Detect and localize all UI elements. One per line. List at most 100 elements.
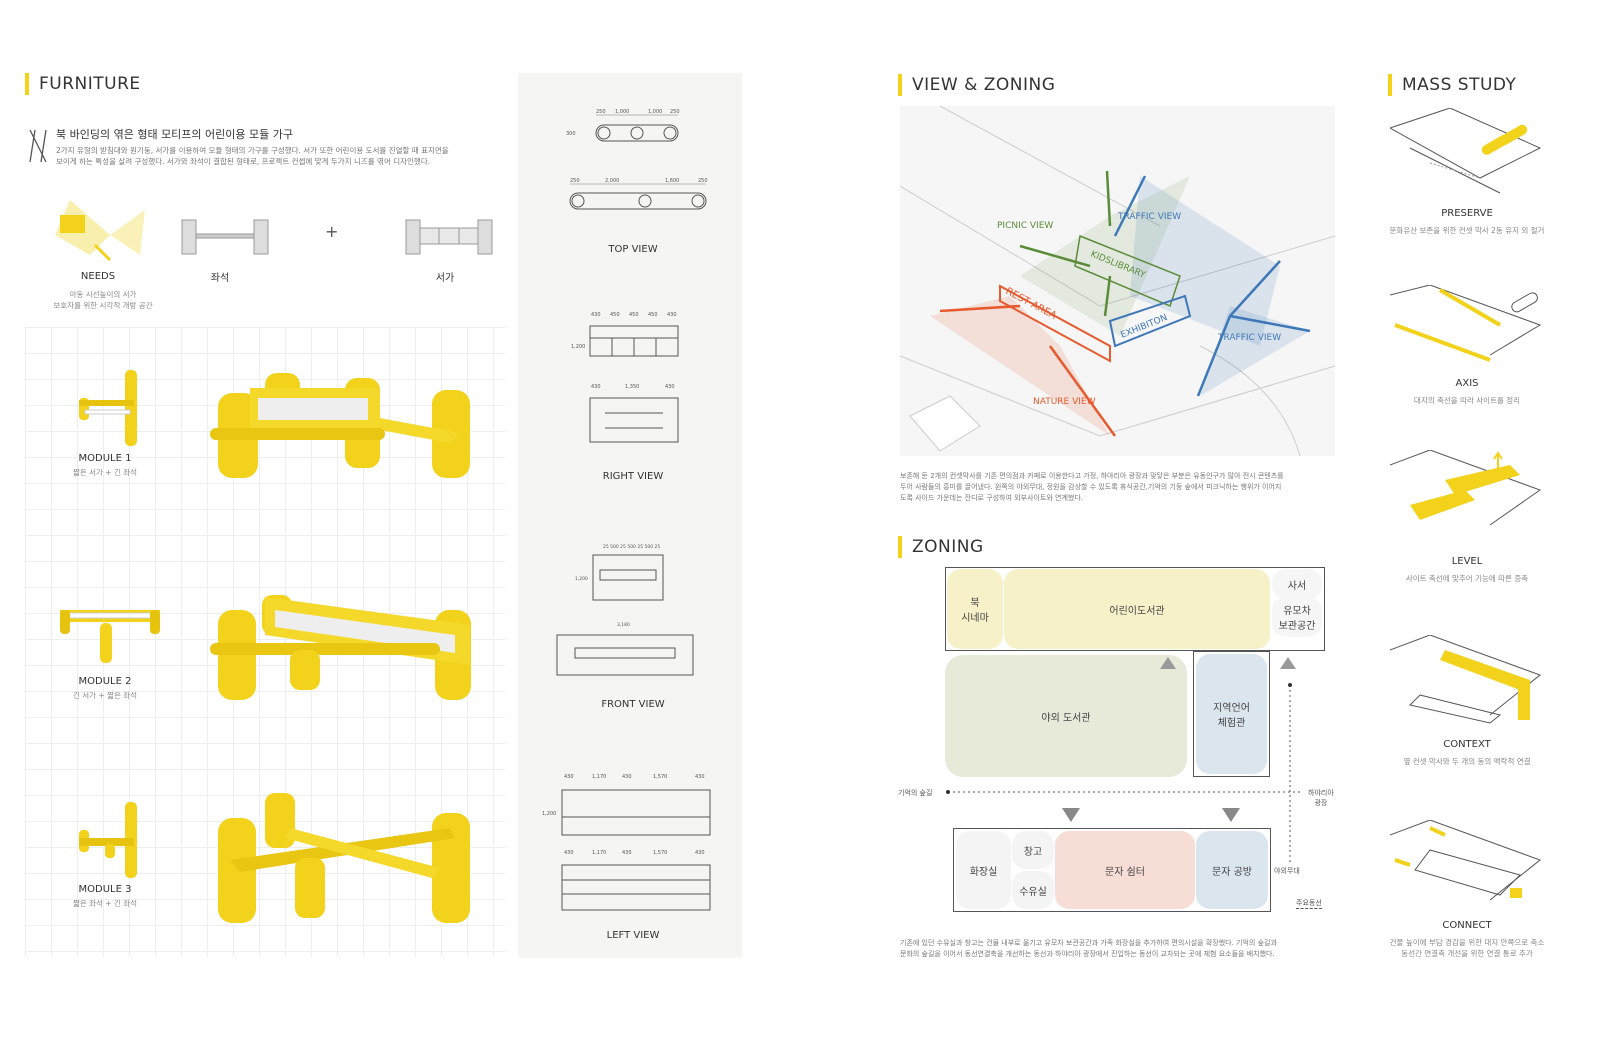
dim: 250 (570, 178, 580, 184)
dim: 430 (695, 850, 705, 856)
dim: 430 (665, 384, 675, 390)
traffic-view-label-2: TRAFFIC VIEW (1217, 333, 1281, 343)
mass-level-diagram (1390, 450, 1542, 526)
dim: 1,600 (665, 178, 679, 184)
furniture-title: FURNITURE (25, 73, 141, 95)
module-1-render (210, 373, 470, 478)
left-view-label: LEFT VIEW (606, 930, 660, 941)
module-2-small-icon (60, 610, 160, 663)
needs-sub-line: 보호자를 위한 시각적 개방 공간 (53, 301, 153, 310)
mass-connect-sub: 건물 높이에 부담 경감을 위한 대지 안쪽으로 축소 동선간 연결축 개선을 … (1389, 938, 1545, 958)
dim: 250 (596, 109, 606, 115)
mass-axis-label: AXIS (1455, 378, 1479, 389)
desc-line: 보존해 둔 2개의 컨셋막사를 기존 편의점과 카페로 이용한다고 가정, 하야… (900, 472, 1284, 480)
mass-axis-sub: 대지의 축선을 따라 사이트를 정리 (1413, 396, 1521, 405)
memory-forest-path-label: 기억의 숲길 (898, 789, 933, 797)
dim: 3,180 (617, 622, 630, 628)
desc-line: 2가지 유형의 받침대와 원기둥, 서가를 이용하여 모듈 형태의 가구를 구성… (56, 146, 449, 155)
view-zoning-title: VIEW & ZONING (898, 74, 1055, 96)
dim: 430 (564, 774, 574, 780)
dim: 25 500 25 500 25 500 25 (603, 544, 660, 550)
picnic-view-label: PICNIC VIEW (997, 221, 1053, 231)
zone-stroller-storage: 유모차 보관공간 (1272, 597, 1322, 637)
mass-axis-diagram (1390, 285, 1542, 362)
zoning-building-top (945, 567, 1325, 651)
shelf-illustration (405, 219, 493, 255)
module-3-small-icon (79, 802, 137, 878)
mass-study-title: MASS STUDY (1388, 74, 1516, 96)
module-1-sub: 짧은 서가 + 긴 좌석 (72, 468, 138, 477)
dim: 430 (695, 774, 705, 780)
zoning-title: ZONING (898, 536, 984, 558)
dim: 450 (648, 312, 658, 318)
desc-line: 도록 사이드 가운데는 잔디로 구성하여 외부사이트와 연계했다. (900, 494, 1084, 502)
dim: 2,000 (605, 178, 619, 184)
front-view-drawing: 25 500 25 500 25 500 25 1,200 3,180 (556, 544, 694, 676)
top-view-label: TOP VIEW (608, 244, 658, 255)
module-3-label: MODULE 3 (78, 884, 132, 895)
view-diagram: PICNIC VIEW TRAFFIC VIEW TRAFFIC VIEW NA… (900, 106, 1335, 456)
dim: 1,350 (625, 384, 639, 390)
traffic-view-label-1: TRAFFIC VIEW (1117, 212, 1181, 222)
desc-line: 문화의 숲길을 이어서 동선연결축을 개선하는 동선과 하야리아 광장에서 진입… (900, 950, 1275, 958)
dim: 1,000 (648, 109, 662, 115)
zone-librarian: 사서 (1272, 569, 1322, 599)
mass-context-label: CONTEXT (1443, 739, 1491, 750)
module-2-label: MODULE 2 (78, 676, 132, 687)
dim: 430 (591, 384, 601, 390)
dim: 430 (564, 850, 574, 856)
mass-preserve-label: PRESERVE (1441, 208, 1493, 219)
mass-context-sub: 옆 컨셋 막사와 두 개의 동의 맥락적 연결 (1403, 757, 1531, 766)
hayaria-plaza-label: 하야리아 광장 (1308, 789, 1334, 807)
dim: 450 (610, 312, 620, 318)
needs-sub-line: 아동 시선높이의 서가 (69, 290, 137, 299)
dim: 1,570 (653, 774, 667, 780)
zone-book-cinema: 북 시네마 (947, 569, 1003, 649)
module-3-sub: 짧은 좌석 + 긴 좌석 (72, 899, 138, 908)
circulation-lines (946, 683, 1300, 862)
furniture-heading: 북 바인딩의 엮은 형태 모티프의 어린이용 모듈 가구 (56, 128, 293, 141)
zone-letter-shelter: 문자 쉼터 (1055, 831, 1195, 909)
zoning-building-bottom (953, 828, 1271, 912)
dim: 1,570 (653, 850, 667, 856)
dim: 250 (698, 178, 708, 184)
entrance-arrows-up (1160, 657, 1296, 669)
needs-label: NEEDS (80, 271, 116, 282)
view-description: 보존해 둔 2개의 컨셋막사를 기존 편의점과 카페로 이용한다고 가정, 하야… (900, 471, 1340, 504)
zone-letter-workshop: 문자 공방 (1196, 831, 1268, 909)
module-3-render (218, 793, 470, 923)
zone-outdoor-library: 야외 도서관 (945, 655, 1187, 777)
right-view-label: RIGHT VIEW (602, 471, 664, 482)
orthographic-drawings-panel (518, 73, 742, 958)
module-2-sub: 긴 서가 + 짧은 좌석 (72, 691, 138, 700)
dim: 300 (566, 131, 576, 137)
dim: 1,170 (592, 850, 606, 856)
dim: 1,200 (575, 576, 588, 582)
dim: 250 (670, 109, 680, 115)
zoning-description: 기존에 있던 수유실과 창고는 건물 내부로 옮기고 유모차 보관공간과 가족 … (900, 938, 1340, 960)
mass-connect-diagram (1390, 820, 1542, 901)
dim: 430 (667, 312, 677, 318)
outdoor-stage-label: 야외무대 (1274, 867, 1300, 875)
desc-line: 기존에 있던 수유실과 창고는 건물 내부로 옮기고 유모차 보관공간과 가족 … (900, 939, 1277, 947)
mass-connect-label: CONNECT (1442, 920, 1492, 931)
mass-level-label: LEVEL (1451, 556, 1483, 567)
mass-level-sub: 사이트 축선에 맞추어 기능에 따른 증축 (1405, 574, 1529, 583)
dim: 430 (622, 774, 632, 780)
zone-kids-library: 어린이도서관 (1004, 569, 1270, 649)
plus-sign: + (325, 222, 339, 241)
furniture-description: 2가지 유형의 받침대와 원기둥, 서가를 이용하여 모듈 형태의 가구를 구성… (56, 145, 501, 167)
desc-line: 두어 사람들의 흥미를 끌어냈다. 왼쪽의 야외무대, 정원을 감상할 수 있도… (900, 483, 1282, 491)
desc-line: 보이게 하는 특성을 살려 구성했다. 서가와 좌석이 결합된 형태로, 프로젝… (56, 157, 431, 166)
front-view-label: FRONT VIEW (601, 699, 665, 710)
nature-view-label: NATURE VIEW (1033, 397, 1096, 407)
x-logo-icon (29, 129, 47, 163)
mass-preserve-sub: 문화유산 보존을 위한 컨셋 막사 2동 유지 외 철거 (1389, 226, 1545, 235)
dim: 450 (629, 312, 639, 318)
seat-illustration (181, 219, 269, 255)
dim: 1,200 (571, 344, 585, 350)
module-1-label: MODULE 1 (78, 453, 132, 464)
dim: 430 (622, 850, 632, 856)
